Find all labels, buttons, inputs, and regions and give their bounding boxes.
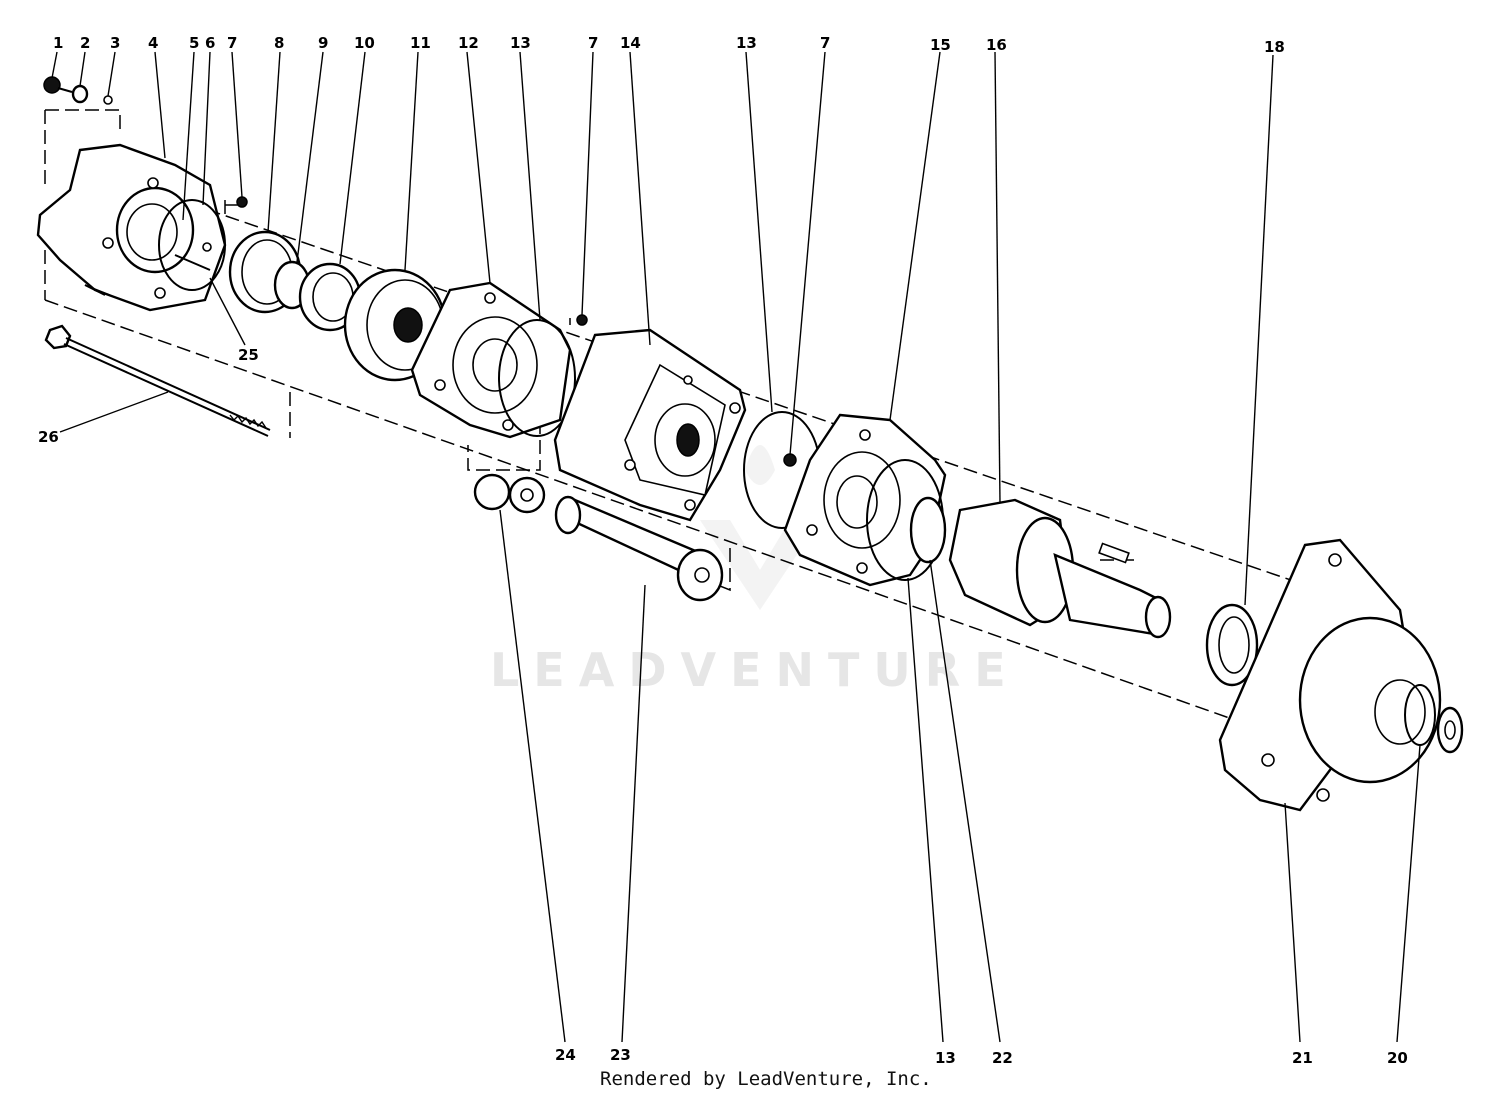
callout-labels: 1 2 3 4 5 6 7 8 9 10 11 12 13 7 14 13 7 … [38, 34, 1408, 1067]
callout-15: 15 [930, 36, 951, 54]
part-check-ball-b [576, 314, 588, 326]
part-drive-shaft [554, 495, 724, 602]
callout-8: 8 [274, 34, 284, 52]
callout-2: 2 [80, 34, 90, 52]
callout-16: 16 [986, 36, 1007, 54]
callout-6: 6 [205, 34, 215, 52]
rendered-by-credit: Rendered by LeadVenture, Inc. [600, 1068, 932, 1090]
callout-14: 14 [620, 34, 641, 52]
callout-13a: 13 [510, 34, 531, 52]
callout-12: 12 [458, 34, 479, 52]
callout-18: 18 [1264, 38, 1285, 56]
part-pin [174, 254, 211, 271]
part-o-ring-large [158, 199, 226, 291]
part-shaft-seal [1205, 603, 1259, 687]
part-thrust-washer [909, 496, 947, 564]
callout-22: 22 [992, 1049, 1013, 1067]
part-long-bolt [44, 324, 271, 437]
callout-13b: 13 [736, 34, 757, 52]
assembly-centerlines [44, 109, 1321, 721]
part-output-shaft [948, 498, 1172, 639]
callout-7b: 7 [588, 34, 598, 52]
callout-5: 5 [189, 34, 199, 52]
callout-7c: 7 [820, 34, 830, 52]
callout-10: 10 [354, 34, 375, 52]
leader-lines [51, 51, 1421, 1043]
callout-13c: 13 [935, 1049, 956, 1067]
part-spring [84, 284, 106, 296]
callout-9: 9 [318, 34, 328, 52]
callout-3: 3 [110, 34, 120, 52]
part-castle-nut [1436, 706, 1464, 754]
watermark-text: LEADVENTURE [490, 643, 1020, 697]
callout-25: 25 [238, 346, 259, 364]
part-check-ball-c [783, 453, 797, 467]
part-gear-set [473, 473, 546, 514]
callout-26: 26 [38, 428, 59, 446]
part-washer [71, 84, 89, 104]
callout-11: 11 [410, 34, 431, 52]
callout-21: 21 [1292, 1049, 1313, 1067]
part-ball [103, 95, 113, 105]
part-bearing-plate [783, 413, 947, 587]
part-gerotor-housing [553, 328, 747, 522]
callout-4: 4 [148, 34, 158, 52]
part-check-ball-a [236, 196, 248, 208]
callout-23: 23 [610, 1046, 631, 1064]
callout-24: 24 [555, 1046, 576, 1064]
part-mounting-flange [1218, 538, 1442, 812]
callout-7a: 7 [227, 34, 237, 52]
callout-1: 1 [53, 34, 63, 52]
part-end-cap [36, 143, 227, 312]
callout-20: 20 [1387, 1049, 1408, 1067]
part-o-ring-13a [498, 319, 576, 437]
part-plug [43, 76, 73, 94]
